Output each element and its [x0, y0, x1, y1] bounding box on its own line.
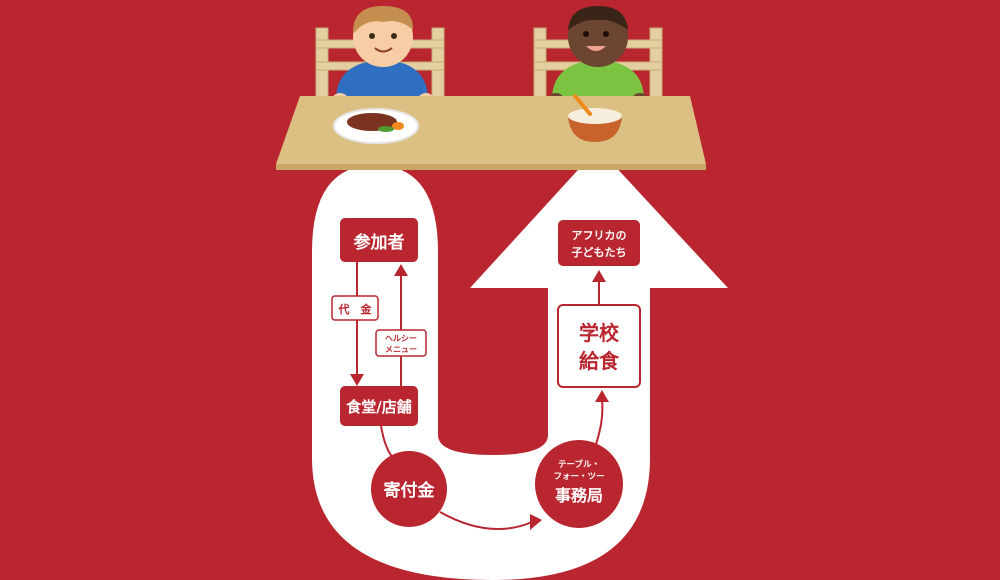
- payment-label: 代 金: [338, 302, 373, 316]
- node-children: アフリカの 子どもたち: [558, 220, 640, 266]
- healthy-menu-arrow: [394, 264, 408, 386]
- school-to-children-arrow: [592, 270, 606, 305]
- node-school-line2: 給食: [579, 349, 620, 373]
- node-office-main: 事務局: [555, 486, 603, 505]
- node-children-line2: 子どもたち: [572, 246, 627, 259]
- node-cafeteria-label: 食堂/店舗: [346, 398, 411, 416]
- node-office-line2: フォー・ツー: [553, 472, 604, 482]
- node-donation: 寄付金: [371, 451, 447, 527]
- node-office: テーブル・ フォー・ツー 事務局: [535, 440, 623, 528]
- node-children-line1: アフリカの: [572, 229, 627, 242]
- payment-label-box: 代 金: [331, 295, 379, 321]
- healthy-label-box: ヘルシー メニュー: [375, 329, 427, 357]
- office-to-school-arrow: [595, 390, 609, 445]
- payment-arrow: [350, 262, 364, 386]
- u-arrow-icon: [312, 148, 728, 580]
- node-office-line1: テーブル・: [558, 459, 600, 470]
- child-left-icon: [331, 6, 435, 111]
- bowl-icon: [568, 94, 622, 142]
- node-school-meal: 学校 給食: [557, 304, 641, 388]
- healthy-label-line2: メニュー: [385, 345, 417, 354]
- child-right-icon: [547, 6, 649, 111]
- donation-to-office-arrow: [439, 511, 542, 531]
- node-participants-label: 参加者: [354, 232, 405, 253]
- plate-icon: [333, 108, 419, 144]
- node-school-line1: 学校: [579, 321, 620, 345]
- node-donation-label: 寄付金: [384, 480, 436, 501]
- healthy-label-line1: ヘルシー: [385, 334, 417, 343]
- node-cafeteria: 食堂/店舗: [340, 386, 418, 426]
- node-participants: 参加者: [340, 218, 418, 262]
